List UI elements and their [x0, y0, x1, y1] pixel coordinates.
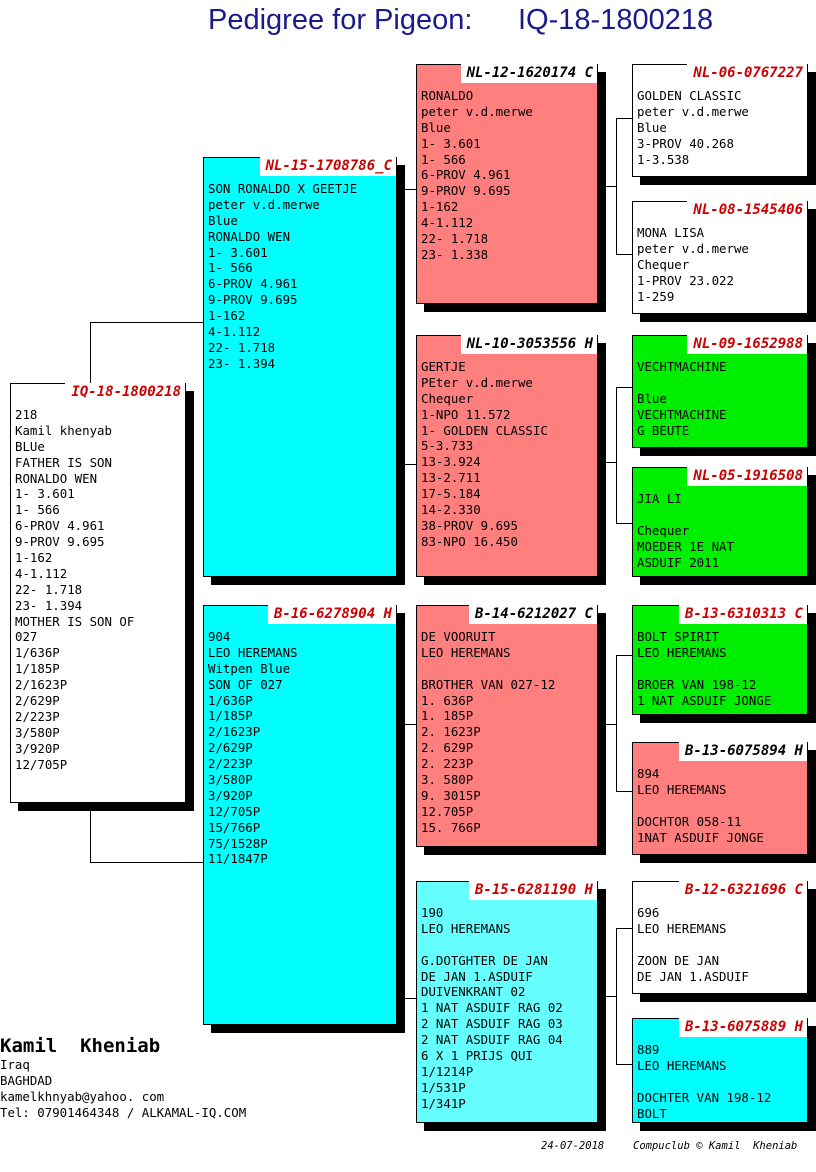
- ring-number: NL-12-1620174 C: [460, 64, 597, 83]
- ring-number: B-13-6310313 C: [678, 605, 807, 624]
- ring-number: NL-05-1916508: [687, 467, 807, 486]
- title-prefix: Pedigree for Pigeon:: [208, 4, 473, 36]
- owner-lines: Iraq BAGHDAD kamelkhnyab@yahoo. com Tel:…: [0, 1057, 247, 1120]
- footer-date: 24-07-2018: [541, 1140, 605, 1152]
- ring-number: NL-15-1708786_C: [259, 157, 396, 176]
- title-ring: IQ-18-1800218: [518, 4, 714, 36]
- owner-name: Kamil Kheniab: [0, 1035, 161, 1057]
- page-title: Pedigree for Pigeon: IQ-18-1800218: [0, 4, 816, 44]
- ring-number: IQ-18-1800218: [65, 383, 185, 402]
- ring-number: NL-10-3053556 H: [460, 335, 597, 354]
- ring-number: NL-06-0767227: [687, 64, 807, 83]
- ring-number: NL-09-1652988: [687, 335, 807, 354]
- ring-number: B-13-6075894 H: [678, 742, 807, 761]
- ring-number: B-12-6321696 C: [678, 881, 807, 900]
- ring-number: B-16-6278904 H: [267, 605, 396, 624]
- ring-number: B-13-6075889 H: [678, 1018, 807, 1037]
- ring-number: NL-08-1545406: [687, 201, 807, 220]
- ring-number: B-14-6212027 C: [468, 605, 597, 624]
- footer-credit: Compuclub © Kamil Kheniab: [633, 1140, 798, 1152]
- owner-info: Kamil Kheniab Iraq BAGHDAD kamelkhnyab@y…: [0, 1035, 246, 1121]
- ring-number: B-15-6281190 H: [468, 881, 597, 900]
